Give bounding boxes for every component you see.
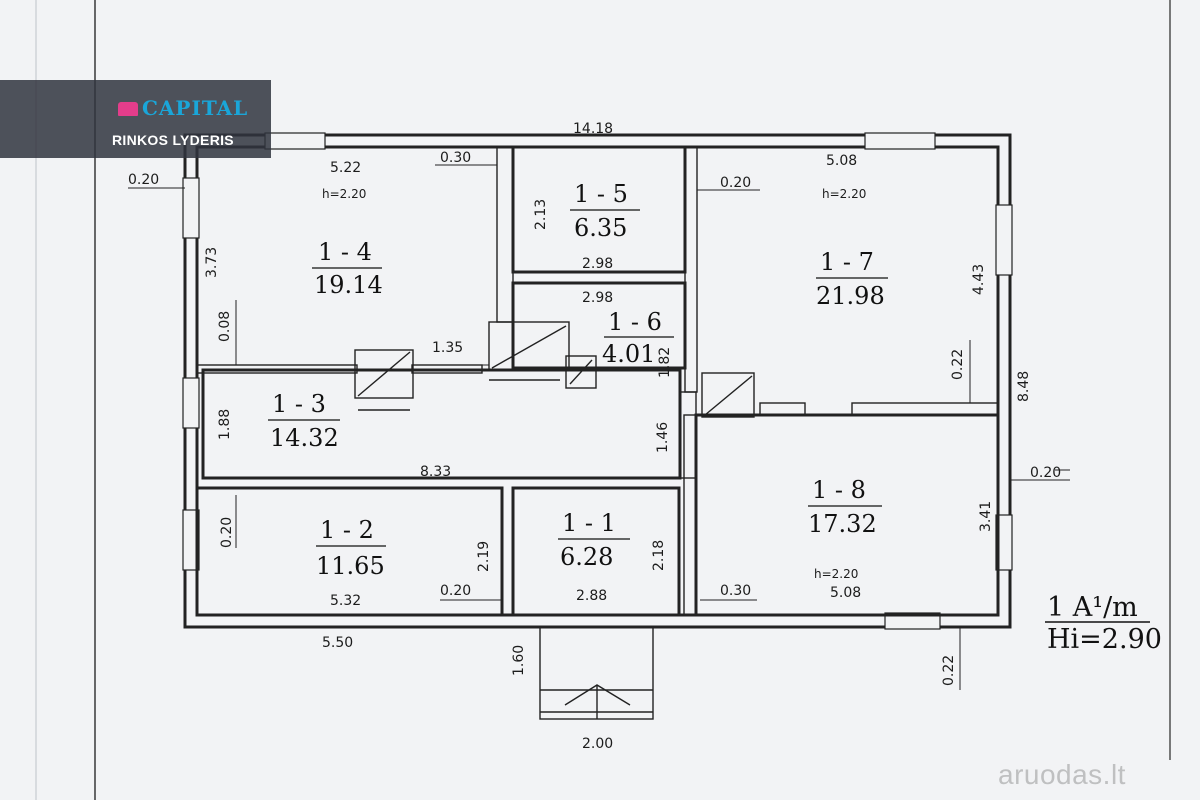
dim-r8-wall: 0.30 xyxy=(720,583,751,599)
house-icon xyxy=(118,102,138,116)
dimension-lines xyxy=(128,164,1070,690)
room-id: 1 - 5 xyxy=(574,180,628,208)
room-1-1: 1 - 1 6.28 xyxy=(558,509,630,571)
dim-r6-height: 1.82 xyxy=(657,347,673,378)
dim-r8-ceiling: h=2.20 xyxy=(814,567,858,581)
dim-r7-height: 4.43 xyxy=(971,264,987,295)
watermark: aruodas.lt xyxy=(998,759,1126,791)
dim-r1-width: 2.88 xyxy=(576,588,607,604)
dim-r4-gap: 0.08 xyxy=(217,311,233,342)
dim-r4-wall: 0.30 xyxy=(440,150,471,166)
dim-r8-width: 5.08 xyxy=(830,585,861,601)
room-area: 19.14 xyxy=(314,271,383,299)
room-area: 6.35 xyxy=(574,214,627,242)
dim-porch-depth: 1.60 xyxy=(511,645,527,676)
room-area: 21.98 xyxy=(816,282,885,310)
dim-r8-right-wall: 0.20 xyxy=(1030,465,1061,481)
room-1-6: 1 - 6 4.01 xyxy=(602,308,674,368)
dim-porch-width: 2.00 xyxy=(582,736,613,752)
brand-logo-text: CAPITAL xyxy=(142,96,249,120)
brand-tagline: RINKOS LYDERIS xyxy=(112,132,234,148)
room-1-8: 1 - 8 17.32 xyxy=(808,476,882,538)
room-area: 17.32 xyxy=(808,510,877,538)
room-id: 1 - 7 xyxy=(820,248,874,276)
dim-r4-height: 3.73 xyxy=(204,247,220,278)
room-1-3: 1 - 3 14.32 xyxy=(268,390,340,452)
room-id: 1 - 8 xyxy=(812,476,866,504)
dim-r4-width: 5.22 xyxy=(330,160,361,176)
room-1-7: 1 - 7 21.98 xyxy=(816,248,888,310)
legend-scale: 1 A¹/m xyxy=(1047,592,1138,623)
dim-bottom-left: 5.50 xyxy=(322,635,353,651)
dim-r2-inner: 0.20 xyxy=(440,583,471,599)
dim-r7-ceiling: h=2.20 xyxy=(822,187,866,201)
dim-r4-ceiling: h=2.20 xyxy=(322,187,366,201)
dim-r3-height: 1.88 xyxy=(217,409,233,440)
room-1-2: 1 - 2 11.65 xyxy=(316,516,386,580)
room-area: 6.28 xyxy=(560,543,613,571)
dim-total-depth: 8.48 xyxy=(1016,371,1032,402)
room-1-4: 1 - 4 19.14 xyxy=(312,238,383,299)
dim-r2-wall: 0.20 xyxy=(219,517,235,548)
dim-r5-width: 2.98 xyxy=(582,256,613,272)
dim-r5-height: 2.13 xyxy=(533,199,549,230)
dim-r3-width: 8.33 xyxy=(420,464,451,480)
watermark-text: aruodas.lt xyxy=(998,759,1126,790)
room-id: 1 - 2 xyxy=(320,516,374,544)
dim-left-wall: 0.20 xyxy=(128,172,159,188)
dim-r7-wall: 0.22 xyxy=(950,349,966,380)
interior-walls xyxy=(195,145,1000,617)
room-id: 1 - 1 xyxy=(562,509,616,537)
dim-r8-height: 3.41 xyxy=(978,501,994,532)
dim-r6-width: 2.98 xyxy=(582,290,613,306)
room-area: 14.32 xyxy=(270,424,339,452)
room-1-5: 1 - 5 6.35 xyxy=(570,180,640,242)
dim-top-total: 14.18 xyxy=(573,121,613,137)
dim-r5-wall: 0.20 xyxy=(720,175,751,191)
windows xyxy=(182,132,1013,630)
dim-r7-width: 5.08 xyxy=(826,153,857,169)
brand-logo-panel: CAPITAL RINKOS LYDERIS xyxy=(0,80,271,158)
fixtures xyxy=(354,321,755,418)
room-id: 1 - 3 xyxy=(272,390,326,418)
dim-corridor-gap: 1.35 xyxy=(432,340,463,356)
room-area: 4.01 xyxy=(602,340,655,368)
porch xyxy=(539,626,654,720)
dim-r1-height: 2.18 xyxy=(651,540,667,571)
brand-logo: CAPITAL xyxy=(118,96,248,120)
room-id: 1 - 4 xyxy=(318,238,372,266)
dim-r2-height: 2.19 xyxy=(476,541,492,572)
dim-bottom-wall: 0.22 xyxy=(941,655,957,686)
plan-legend: 1 A¹/m Hi=2.90 xyxy=(1045,592,1162,655)
room-area: 11.65 xyxy=(316,552,385,580)
legend-height: Hi=2.90 xyxy=(1047,624,1162,655)
dim-r2-width: 5.32 xyxy=(330,593,361,609)
room-id: 1 - 6 xyxy=(608,308,662,336)
dim-r3-gap: 1.46 xyxy=(655,422,671,453)
